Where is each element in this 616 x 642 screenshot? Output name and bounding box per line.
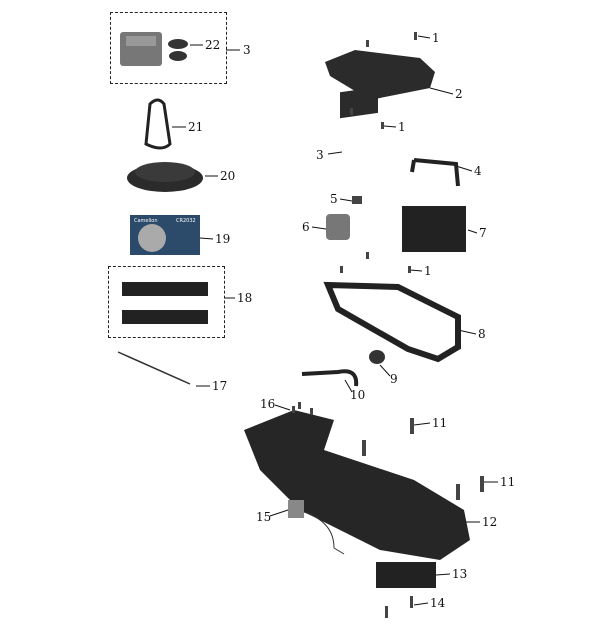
battery-brand: Camelion [134,218,158,224]
part-3-module [340,86,378,119]
callout-3: 3 [243,43,251,57]
part-12-tray [244,410,470,560]
part-13-regulator [376,562,436,588]
callout-1: 1 [424,264,432,278]
part-18-strips [122,282,208,324]
callout-19: 19 [215,232,231,246]
part-20-lid [127,162,203,192]
callout-11: 11 [500,475,516,489]
part-7-box [402,206,466,252]
callout-1: 1 [432,31,440,45]
callout-10: 10 [350,388,366,402]
callout-13: 13 [452,567,468,581]
callout-6: 6 [302,220,310,234]
kit-3-group-box [110,12,227,84]
callout-15: 15 [256,510,272,524]
callout-3: 3 [316,148,324,162]
callout-12: 12 [482,515,498,529]
part-21-strap [144,98,172,150]
callout-16: 16 [260,397,276,411]
part-9-horn [369,350,385,364]
callout-8: 8 [478,327,486,341]
callout-21: 21 [188,120,204,134]
part-5-clip [352,196,362,204]
part-10-sensor [301,369,359,387]
callout-7: 7 [479,226,487,240]
part-22-cover [120,32,188,66]
callout-17: 17 [212,379,228,393]
part-17-cable [117,351,191,385]
part-19-battery: Camelion CR2032 [130,215,200,255]
part-2-bracket [325,50,435,100]
screws [292,32,484,618]
part-4-clamp [410,158,460,187]
callout-2: 2 [455,87,463,101]
part-8-frame [323,281,461,363]
callout-4: 4 [474,164,482,178]
battery-model: CR2032 [176,218,196,224]
kit-18-group-box [108,266,225,338]
callout-18: 18 [237,291,253,305]
callout-14: 14 [430,596,446,610]
callout-5: 5 [330,192,338,206]
callout-11: 11 [432,416,448,430]
callout-22: 22 [205,38,221,52]
callout-9: 9 [390,372,398,386]
part-6-holder [326,214,350,240]
part-15-relay [288,500,345,555]
callout-1: 1 [398,120,406,134]
callout-20: 20 [220,169,236,183]
